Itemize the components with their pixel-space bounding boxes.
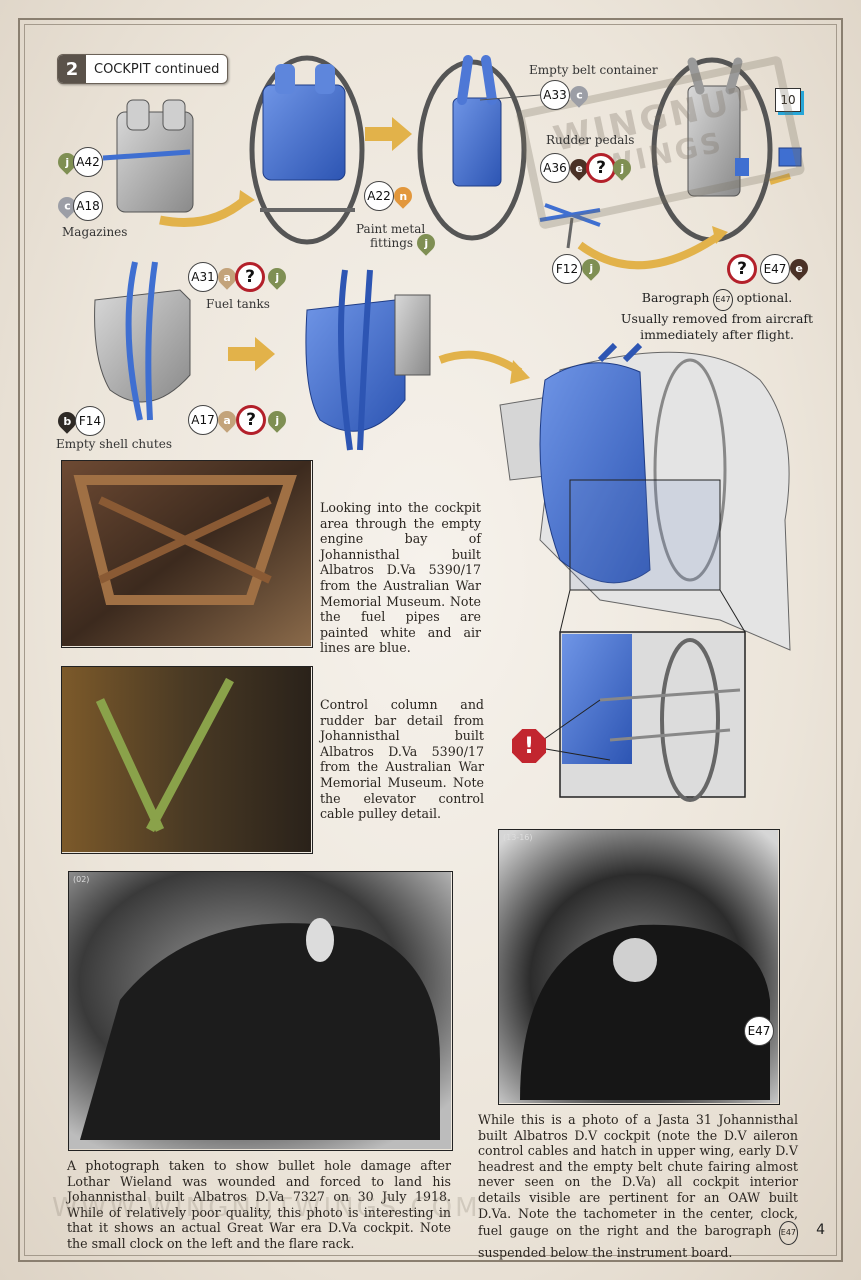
part-a22: A22 — [364, 181, 394, 211]
photo4-caption-main: While this is a photo of a Jasta 31 Joha… — [478, 1112, 798, 1239]
paint-code: e — [575, 161, 583, 175]
inner-frame — [24, 24, 837, 1256]
cockpit-frame-1 — [249, 55, 365, 245]
fuel-tanks-blue — [305, 269, 431, 451]
part-a18: A18 — [73, 191, 103, 221]
part-a31: A31 — [188, 262, 218, 292]
warning-icon: ! — [512, 729, 546, 763]
paint-code: n — [399, 189, 407, 203]
barograph-caption: Barograph E47 optional. Usually removed … — [612, 289, 822, 343]
paint-code: e — [795, 261, 803, 275]
label-paint-metal: Paint metal — [356, 222, 426, 236]
paint-code: a — [223, 270, 231, 284]
fuselage-assembly — [499, 342, 791, 651]
paint-code: a — [223, 413, 231, 427]
paint-code: j — [620, 161, 624, 175]
question-icon: ? — [727, 254, 757, 284]
photo1-caption: Looking into the cockpit area through th… — [320, 500, 481, 656]
barograph-code: E47 — [713, 289, 733, 311]
photo4-caption-end: suspended below the instrument board. — [478, 1244, 733, 1260]
photo-cockpit-engine-bay — [61, 460, 313, 648]
paint-code: j — [589, 261, 593, 275]
paint-code: j — [275, 270, 279, 284]
photo3-caption: A photograph taken to show bullet hole d… — [67, 1158, 451, 1251]
section-header: 2 COCKPIT continued — [57, 54, 229, 84]
barograph-text-4: immediately after flight. — [640, 327, 794, 342]
part-f12: F12 — [552, 254, 582, 284]
photo-control-column — [61, 666, 313, 854]
barograph-text-1: Barograph — [641, 290, 710, 305]
label-empty-belt-container: Empty belt container — [529, 63, 658, 77]
label-rudder-pedals: Rudder pedals — [546, 133, 635, 147]
paint-code: c — [575, 88, 583, 102]
photo-jasta31-cockpit: (13-16) — [498, 829, 780, 1105]
paint-code: j — [275, 413, 279, 427]
rudder-pedals-part — [539, 203, 601, 249]
watermark-footer: WWW.WINGNUTWINGS.COM — [52, 1193, 481, 1223]
page-number: 4 — [816, 1222, 825, 1238]
part-e47: E47 — [760, 254, 790, 284]
question-icon: ? — [236, 405, 266, 435]
photo2-caption: Control column and rudder bar detail fro… — [320, 697, 484, 822]
section-title: COCKPIT continued — [94, 61, 220, 77]
part-f14: F14 — [75, 406, 105, 436]
fuel-tanks-part — [94, 261, 191, 421]
label-empty-shell-chutes: Empty shell chutes — [56, 437, 172, 451]
part-a36: A36 — [540, 153, 570, 183]
cockpit-frame-2 — [417, 55, 541, 241]
step-number-box: 10 — [775, 88, 801, 112]
label-fittings: fittings — [370, 236, 414, 250]
magazines-part — [102, 99, 194, 213]
paint-code: j — [65, 155, 69, 169]
detail-inset — [539, 631, 746, 802]
part-a33: A33 — [540, 80, 570, 110]
barograph-text-3: Usually removed from aircraft — [620, 311, 814, 326]
photo4-caption-code: E47 — [778, 1221, 798, 1245]
label-magazines: Magazines — [62, 225, 128, 239]
part-a17: A17 — [188, 405, 218, 435]
paint-code: j — [424, 236, 428, 250]
paint-code: c — [63, 199, 71, 213]
photo-ref-13-16: (13-16) — [503, 833, 533, 842]
barograph-text-2: optional. — [736, 290, 793, 305]
section-number: 2 — [58, 55, 86, 83]
outer-frame — [18, 18, 843, 1262]
photo-wieland-cockpit: (02) — [68, 871, 453, 1151]
photo4-caption: While this is a photo of a Jasta 31 Joha… — [478, 1112, 798, 1260]
paint-code: b — [63, 414, 71, 428]
photo-ref-02: (02) — [73, 875, 90, 884]
photo-e47-callout: E47 — [744, 1016, 774, 1046]
question-icon: ? — [235, 262, 265, 292]
part-a42: A42 — [73, 147, 103, 177]
label-fuel-tanks: Fuel tanks — [206, 297, 270, 311]
